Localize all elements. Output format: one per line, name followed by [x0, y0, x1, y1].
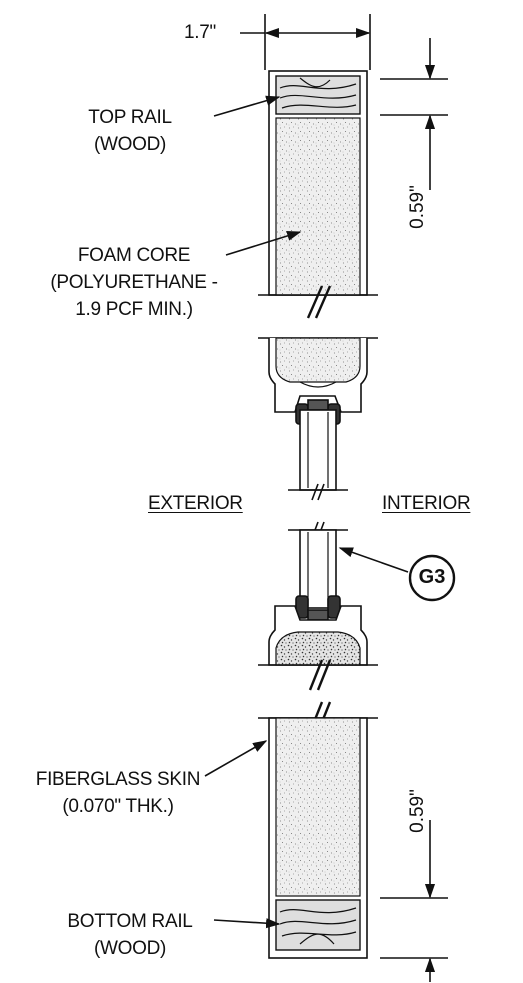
foam-core-label-line3: 1.9 PCF MIN.) — [75, 299, 193, 320]
foam-core-label-line1: FOAM CORE — [77, 245, 191, 266]
top-rail-block — [275, 75, 361, 115]
break-mark-1b — [314, 285, 332, 319]
upper-foam-dip — [299, 381, 337, 388]
leader-bottom-rail — [213, 918, 281, 929]
exterior-label: EXTERIOR — [148, 493, 243, 514]
glazing-tag-circle — [408, 554, 456, 602]
bottom-rail-label-line1: BOTTOM RAIL — [67, 911, 193, 932]
glass-break-mark-1b — [317, 483, 325, 501]
lower-glass-unit — [299, 529, 337, 609]
top-height-dimension-label: 0.59" — [407, 185, 428, 229]
foam-core-label: FOAM CORE (POLYURETHANE - 1.9 PCF MIN.) — [44, 242, 224, 323]
bottom-height-dimension-label: 0.59" — [407, 789, 428, 833]
bottom-rail-grain — [279, 907, 357, 945]
fiberglass-skin-label-line2: (0.070" THK.) — [62, 796, 174, 817]
top-rail-label: TOP RAIL (WOOD) — [70, 104, 190, 158]
top-rail-grain — [279, 77, 357, 109]
bottom-rail-block — [275, 899, 361, 951]
upper-setting-block — [307, 399, 329, 411]
break-mark-1a — [306, 285, 324, 319]
upper-foam-cap — [275, 337, 361, 383]
leader-top-rail — [213, 95, 281, 117]
bottom-rail-label-line2: (WOOD) — [93, 938, 167, 959]
leader-fiberglass-skin — [204, 740, 268, 777]
top-rail-label-line1: TOP RAIL — [88, 107, 172, 128]
lower-setting-block — [307, 609, 329, 621]
glazing-tag-text: G3 — [418, 566, 446, 588]
interior-label: INTERIOR — [382, 493, 471, 514]
top-rail-label-line2: (WOOD) — [93, 134, 167, 155]
foam-core-label-line2: (POLYURETHANE - — [50, 272, 218, 293]
break-mark-2b — [316, 659, 332, 691]
leader-g3 — [338, 547, 409, 573]
width-dimension-label: 1.7" — [184, 22, 216, 43]
upper-glass-unit — [299, 409, 337, 491]
fiberglass-skin-label: FIBERGLASS SKIN (0.070" THK.) — [28, 766, 208, 820]
glass-break-mark-1a — [311, 483, 319, 501]
bottom-rail-label: BOTTOM RAIL (WOOD) — [50, 908, 210, 962]
break-mark-2a — [308, 659, 324, 691]
lower-foam-cap — [275, 631, 361, 666]
bottom-foam-core — [275, 717, 361, 897]
leader-foam-core — [225, 231, 302, 256]
fiberglass-skin-label-line1: FIBERGLASS SKIN — [35, 769, 201, 790]
top-foam-core — [275, 117, 361, 296]
